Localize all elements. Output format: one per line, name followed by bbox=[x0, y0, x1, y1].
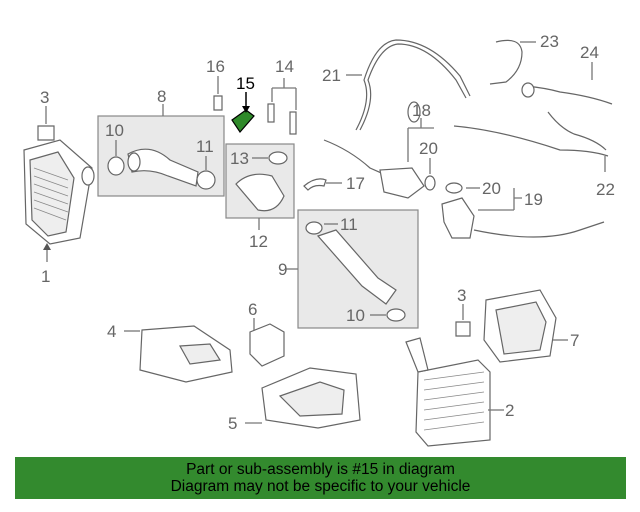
part-14-bolts[interactable] bbox=[267, 103, 297, 135]
callout-7: 7 bbox=[570, 331, 579, 350]
part-21-pipe[interactable] bbox=[355, 39, 471, 131]
callout-9: 9 bbox=[278, 260, 287, 279]
callout-11-right: 11 bbox=[340, 215, 358, 234]
callout-18: 18 bbox=[412, 101, 431, 120]
part-24-hose[interactable] bbox=[521, 82, 613, 105]
part-1-intercooler[interactable] bbox=[23, 139, 95, 245]
callout-3-right: 3 bbox=[457, 286, 466, 305]
part-20-seal-right[interactable] bbox=[445, 182, 463, 194]
callout-8: 8 bbox=[157, 87, 166, 106]
callout-1: 1 bbox=[41, 267, 50, 286]
part-11-clamp-right[interactable] bbox=[305, 221, 323, 235]
part-4-air-duct[interactable] bbox=[139, 325, 233, 383]
part-6-duct[interactable] bbox=[249, 323, 285, 367]
part-10-seal-left[interactable] bbox=[107, 156, 125, 176]
callout-15: 15 bbox=[236, 74, 255, 93]
part-20-seal-upper[interactable] bbox=[424, 175, 436, 191]
callout-10-right: 10 bbox=[346, 306, 365, 325]
part-19-pump-pipe[interactable] bbox=[441, 197, 605, 239]
info-banner: Part or sub-assembly is #15 in diagram D… bbox=[15, 457, 626, 499]
part-23-hose[interactable] bbox=[489, 39, 523, 85]
part-10-seal-right[interactable] bbox=[386, 308, 406, 322]
part-2-intercooler[interactable] bbox=[405, 337, 491, 447]
callout-19: 19 bbox=[524, 190, 543, 209]
part-12-turbo-hose[interactable] bbox=[235, 173, 285, 212]
banner-line-2: Diagram may not be specific to your vehi… bbox=[170, 478, 471, 495]
part-9-charge-pipe[interactable] bbox=[316, 229, 397, 305]
callout-6: 6 bbox=[248, 300, 257, 319]
banner-line-1: Part or sub-assembly is #15 in diagram bbox=[186, 461, 455, 478]
part-11-clamp-left[interactable] bbox=[196, 170, 216, 190]
callout-2: 2 bbox=[505, 401, 514, 420]
callout-12: 12 bbox=[249, 232, 268, 251]
callout-5: 5 bbox=[228, 414, 237, 433]
part-3-bracket-right[interactable] bbox=[455, 321, 471, 337]
callout-22: 22 bbox=[596, 180, 615, 199]
part-18-coolant-housing[interactable] bbox=[323, 101, 425, 199]
part-8-intake-hose[interactable] bbox=[127, 148, 199, 187]
callout-14: 14 bbox=[275, 57, 294, 76]
part-15-highlighted[interactable] bbox=[231, 109, 255, 133]
callout-4: 4 bbox=[107, 322, 116, 341]
callout-13: 13 bbox=[230, 149, 249, 168]
part-7-air-duct[interactable] bbox=[483, 289, 557, 363]
callout-10-left: 10 bbox=[105, 121, 124, 140]
part-5-air-guide[interactable] bbox=[261, 367, 361, 429]
part-16-fastener[interactable] bbox=[213, 95, 223, 111]
callout-17: 17 bbox=[346, 174, 365, 193]
part-3-bracket-left[interactable] bbox=[37, 125, 55, 141]
callout-24: 24 bbox=[580, 43, 599, 62]
callout-11-left: 11 bbox=[196, 137, 214, 156]
part-22-pipe[interactable] bbox=[453, 111, 609, 157]
part-17-bracket[interactable] bbox=[303, 178, 327, 191]
callout-21: 21 bbox=[322, 66, 341, 85]
callout-3-left: 3 bbox=[40, 88, 49, 107]
callout-16: 16 bbox=[206, 57, 225, 76]
callout-20-right: 20 bbox=[482, 179, 501, 198]
part-13-seal[interactable] bbox=[268, 151, 288, 165]
callout-23: 23 bbox=[540, 32, 559, 51]
callout-20-upper: 20 bbox=[419, 139, 438, 158]
parts-diagram: 1 3 8 10 11 16 15 14 12 bbox=[23, 32, 615, 447]
